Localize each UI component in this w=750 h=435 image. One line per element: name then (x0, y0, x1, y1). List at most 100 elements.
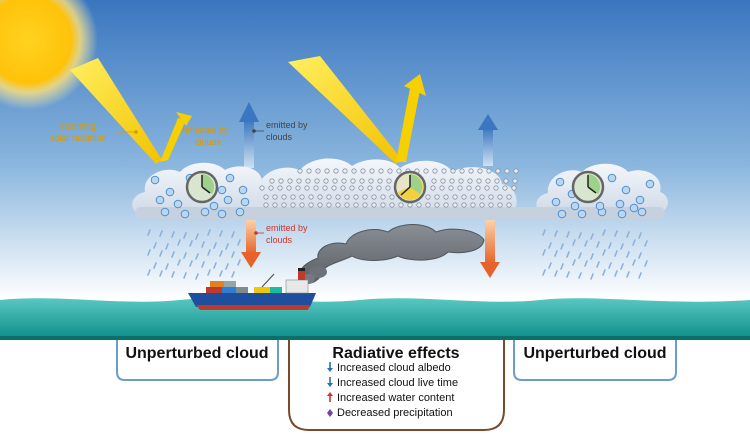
droplet (160, 207, 170, 217)
rain-streak (620, 243, 624, 250)
rain-streak (614, 270, 618, 277)
cloud-base (135, 207, 665, 219)
droplet (360, 168, 366, 174)
rain-streak (219, 250, 223, 257)
emitted-down-label-line2: clouds (266, 235, 293, 245)
rain-streak (596, 241, 600, 248)
center-panel-frame (288, 340, 505, 431)
rain-streak (626, 231, 630, 238)
droplet (317, 202, 323, 208)
droplet (315, 168, 321, 174)
rain-streak (171, 271, 175, 278)
rain-streak (225, 243, 229, 250)
rain-streak (566, 231, 570, 238)
rain-streak (231, 251, 235, 258)
droplet (607, 173, 617, 183)
droplet (398, 202, 404, 208)
rain-streak (578, 272, 582, 279)
droplet (367, 185, 373, 191)
rain-streak (153, 242, 157, 249)
rain-streak (632, 259, 636, 266)
droplet (323, 178, 329, 184)
sea (0, 298, 750, 338)
incoming-radiation-beam-center (288, 56, 402, 164)
droplet (386, 178, 392, 184)
droplet (470, 202, 476, 208)
reflected-beam-large (396, 88, 420, 162)
droplet (617, 209, 627, 219)
rain-streak (638, 272, 642, 279)
emitted-down-label-line1: emitted by (266, 223, 308, 233)
droplet (503, 178, 509, 184)
rain-streak (147, 249, 151, 256)
droplet (448, 185, 454, 191)
droplet (281, 202, 287, 208)
droplet (304, 185, 310, 191)
droplet (635, 195, 645, 205)
incoming-radiation-beam (70, 58, 162, 164)
droplet (272, 202, 278, 208)
rain-streak (237, 239, 241, 246)
incoming-radiation-label: incoming solar radiation (50, 121, 138, 143)
droplet (506, 194, 512, 200)
droplet (475, 185, 481, 191)
droplet (637, 207, 647, 217)
droplet (431, 178, 437, 184)
droplet (551, 197, 561, 207)
droplet (150, 175, 160, 185)
droplet (278, 178, 284, 184)
droplet (450, 168, 456, 174)
droplet (353, 194, 359, 200)
droplet (362, 194, 368, 200)
droplet (333, 168, 339, 174)
droplet (240, 197, 250, 207)
rain-streak (614, 230, 618, 237)
droplet (362, 202, 368, 208)
down-arrow-icon (327, 377, 333, 387)
rain-streak (195, 233, 199, 240)
droplet (389, 194, 395, 200)
rain-streak (201, 261, 205, 268)
rain-streak (147, 229, 151, 236)
droplet (389, 202, 395, 208)
droplet (511, 185, 517, 191)
droplet (502, 185, 508, 191)
droplet (290, 194, 296, 200)
rain-streak (578, 252, 582, 259)
rain-streak (638, 232, 642, 239)
droplet (449, 178, 455, 184)
effect-text: Increased cloud albedo (337, 362, 451, 374)
emitted-up-arrow-right (478, 114, 498, 166)
rain-streak (225, 263, 229, 270)
droplet (308, 202, 314, 208)
droplet (506, 202, 512, 208)
left-panel-frame (116, 340, 279, 381)
droplet (615, 199, 625, 209)
droplet (286, 185, 292, 191)
droplet (299, 194, 305, 200)
effect-text: Increased water content (337, 392, 454, 404)
rain-streak (207, 269, 211, 276)
droplet (485, 178, 491, 184)
droplets-center (259, 168, 519, 208)
droplet (259, 185, 265, 191)
droplet (416, 202, 422, 208)
droplet (477, 168, 483, 174)
droplet (290, 202, 296, 208)
droplet (440, 178, 446, 184)
rain-streak (560, 263, 564, 270)
droplet (439, 185, 445, 191)
droplet (459, 168, 465, 174)
rain-streak (602, 269, 606, 276)
droplet (497, 194, 503, 200)
droplet (313, 185, 319, 191)
rain-streak (572, 239, 576, 246)
rain-streak (207, 249, 211, 256)
droplet (441, 168, 447, 174)
center-panel-title: Radiative effects (332, 345, 459, 362)
rain-streak (171, 251, 175, 258)
rain-streak (171, 231, 175, 238)
droplet (263, 202, 269, 208)
rain-streak (608, 262, 612, 269)
rain-streak (638, 252, 642, 259)
